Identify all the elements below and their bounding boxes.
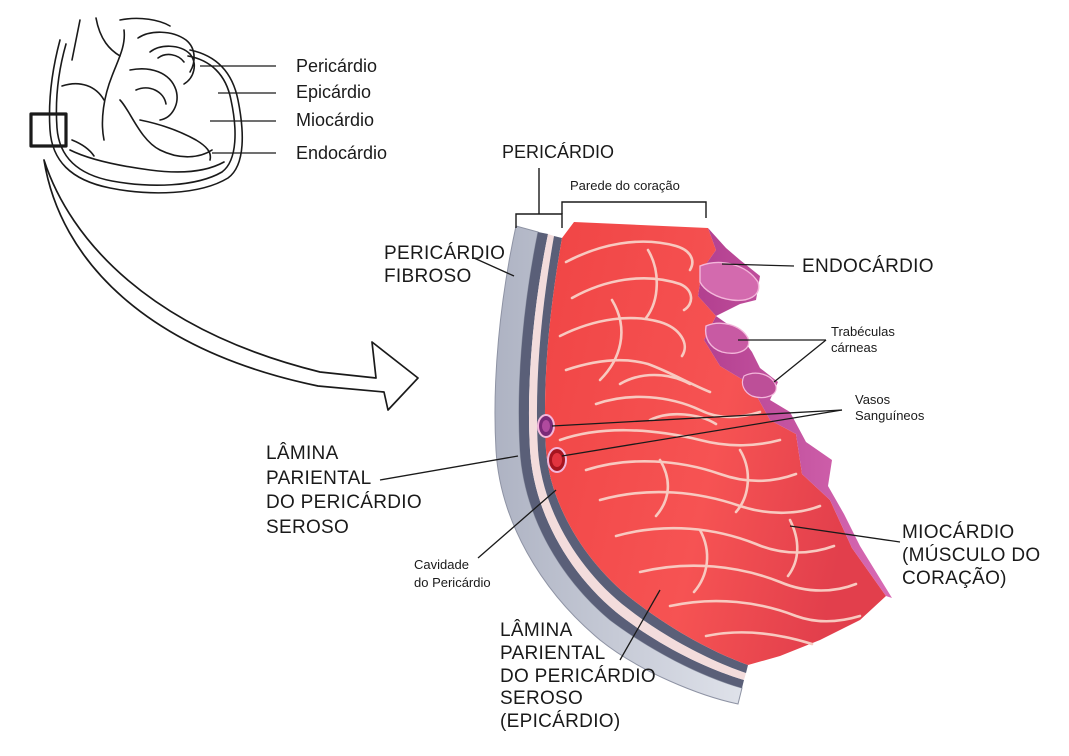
label-trabeculas-line-1: Trabéculas — [831, 324, 895, 339]
label-trabeculas-line-2: cárneas — [831, 339, 878, 355]
wall-section — [494, 222, 892, 705]
heart-label-epicardio: Epicárdio — [296, 82, 372, 102]
label-pericardio-fibroso: PERICÁRDIO FIBROSO — [384, 243, 505, 289]
label-lamina-parietal: LÂMINA PARIENTAL DO PERICÁRDIO SEROSO — [266, 442, 422, 541]
label-lamina-visceral-line-4: SEROSO — [500, 688, 584, 710]
label-parede-do-coracao: Parede do coração — [570, 178, 680, 193]
label-lamina-visceral-line-1: LÂMINA — [500, 620, 573, 641]
label-miocardio-line-1: MIOCÁRDIO — [902, 522, 1015, 543]
label-lamina-visceral-epicardio: LÂMINA PARIENTAL DO PERICÁRDIO SEROSO (E… — [500, 620, 656, 734]
muscle-fibers — [558, 240, 862, 646]
label-pericardio: PERICÁRDIO — [502, 142, 615, 162]
label-lamina-visceral-line-2: PARIENTAL — [500, 642, 606, 664]
heart-label-miocardio: Miocárdio — [296, 110, 375, 130]
heart-label-endocardio: Endocárdio — [296, 143, 388, 163]
label-pericardio-fibroso-line-2: FIBROSO — [384, 265, 472, 287]
heart-outline-sketch — [29, 17, 244, 194]
brackets — [515, 168, 707, 228]
label-lamina-visceral-line-3: DO PERICÁRDIO — [500, 665, 656, 687]
epicardium-layer — [536, 236, 748, 673]
heart-leader-lines — [200, 65, 276, 154]
label-leader-lines — [379, 257, 901, 661]
trabecula-2 — [704, 322, 750, 354]
label-vasos-line-1: Vasos — [855, 392, 891, 407]
zoom-arrow — [43, 159, 419, 411]
pericardial-cavity — [528, 234, 746, 680]
label-cavidade-line-1: Cavidade — [414, 557, 469, 572]
label-trabeculas-carneas: Trabéculas cárneas — [831, 324, 895, 355]
label-vasos-line-2: Sanguíneos — [855, 407, 925, 423]
label-miocardio-line-2: (MÚSCULO DO — [902, 544, 1041, 566]
label-lamina-parietal-line-4: SEROSO — [266, 517, 350, 539]
label-pericardio-fibroso-line-1: PERICÁRDIO — [384, 243, 506, 264]
label-lamina-visceral-line-5: (EPICÁRDIO) — [500, 711, 621, 733]
label-lamina-parietal-line-2: PARIENTAL — [266, 467, 372, 489]
label-miocardio-line-3: CORAÇÃO) — [902, 567, 1007, 589]
label-lamina-parietal-line-1: LÂMINA — [266, 443, 339, 464]
label-endocardio: ENDOCÁRDIO — [802, 256, 934, 277]
serous-parietal-layer — [518, 232, 744, 688]
label-lamina-parietal-line-3: DO PERICÁRDIO — [266, 492, 422, 514]
label-cavidade-line-2: do Pericárdio — [414, 575, 491, 591]
heart-label-pericardio: Pericárdio — [296, 56, 378, 76]
label-cavidade-do-pericardio: Cavidade do Pericárdio — [414, 556, 491, 592]
label-vasos-sanguineos: Vasos Sanguíneos — [855, 392, 924, 423]
blood-vessels — [537, 414, 567, 473]
trabecula-3 — [741, 372, 777, 399]
label-miocardio: MIOCÁRDIO (MÚSCULO DO CORAÇÃO) — [902, 522, 1040, 590]
